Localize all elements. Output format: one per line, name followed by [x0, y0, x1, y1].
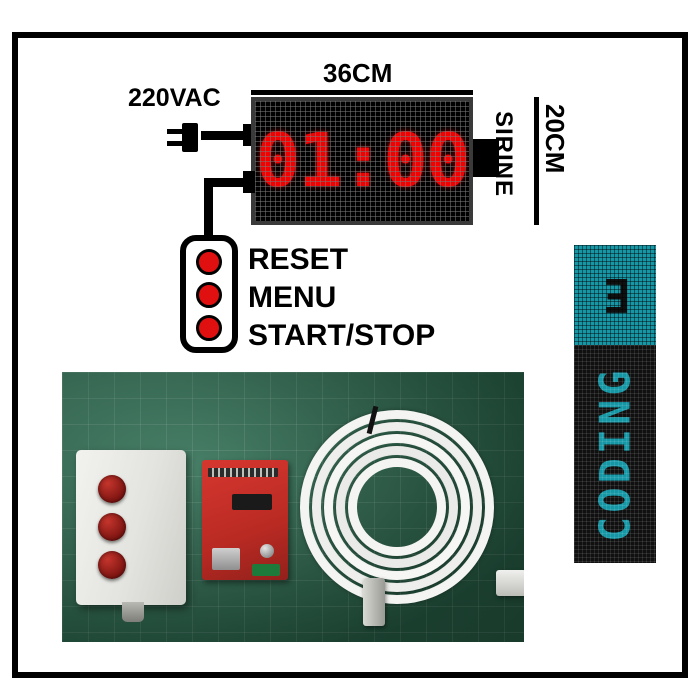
board-terminal-block: [252, 564, 280, 576]
controller-board-photo: [202, 460, 288, 580]
logo-panel-top: E: [574, 245, 656, 345]
cable-loop-5: [348, 458, 446, 556]
enclosure-cable-gland: [122, 602, 144, 622]
cable-loop-1: [300, 410, 494, 604]
board-usb-port: [212, 548, 240, 570]
coiled-cable-photo: [300, 405, 524, 626]
enclosure-button-top: [98, 475, 126, 503]
cable-loop-4: [336, 446, 458, 568]
logo-panel-bottom: CODING: [574, 345, 656, 563]
enclosure-button-middle: [98, 513, 126, 541]
button-enclosure-photo: [76, 450, 186, 622]
board-pin-header: [208, 468, 278, 477]
cable-loop-2: [312, 422, 482, 592]
cable-loop-3: [324, 434, 470, 580]
board-microcontroller: [232, 494, 272, 510]
enclosure-button-bottom: [98, 551, 126, 579]
product-photo: [62, 372, 524, 642]
logo-initial-text: E: [599, 268, 631, 322]
cable-connector-metal: [363, 578, 385, 626]
board-capacitor: [260, 544, 274, 558]
cable-connector-rj: [496, 570, 524, 596]
logo-word-text: CODING: [590, 366, 640, 542]
